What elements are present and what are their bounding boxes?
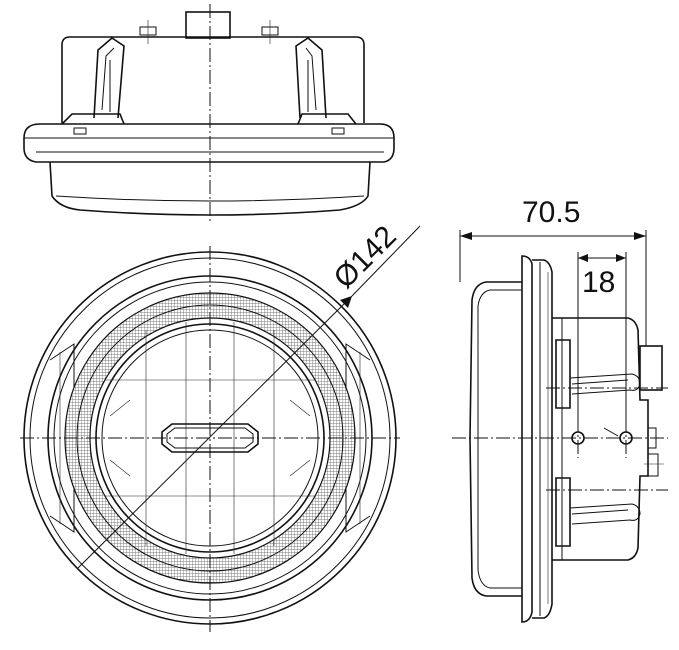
led-ring [64,292,356,584]
side-view: 70.5 18 [452,196,668,623]
diameter-label: Ø142 [328,220,403,295]
top-view [23,4,395,224]
depth-label: 70.5 [522,196,580,229]
mount-label: 18 [582,266,615,299]
front-view: Ø142 [20,220,421,632]
center-badge [161,423,259,453]
